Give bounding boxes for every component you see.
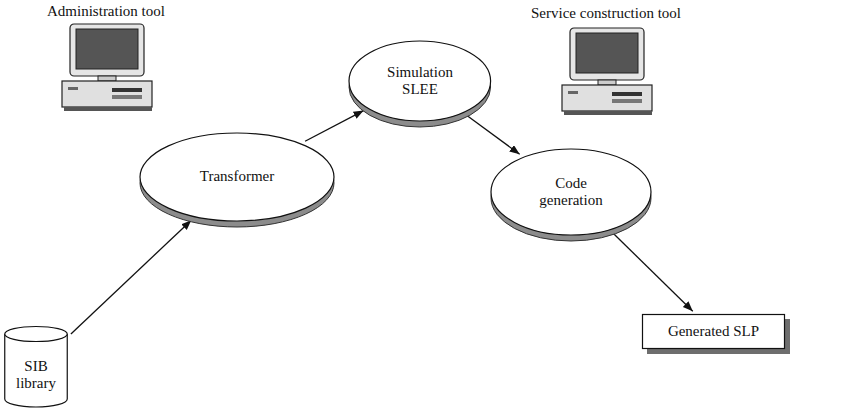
node-text-group: SIB library (9, 358, 63, 393)
process-ellipse: Simulation SLEE (348, 40, 492, 128)
box-outline (643, 315, 785, 349)
node-label: Simulation SLEE (376, 64, 464, 99)
flow-arrow (305, 111, 363, 142)
node-label: Transformer (200, 168, 274, 185)
node-text-group: Generated SLP (668, 323, 759, 340)
process-ellipse: Code generation (490, 148, 652, 242)
ellipse-outline (349, 41, 491, 121)
node-label: Code generation (529, 175, 613, 210)
computer-icon (562, 28, 652, 115)
node-text-group: Transformer (200, 168, 274, 185)
tool-label: Administration tool (45, 3, 167, 20)
output-box: Generated SLP (642, 314, 790, 354)
flow-arrow (467, 116, 519, 155)
node-label: SIB library (9, 358, 63, 393)
ellipse-outline (491, 149, 651, 235)
process-ellipse: Transformer (139, 132, 335, 228)
node-label: Generated SLP (668, 323, 759, 340)
tool-label: Service construction tool (529, 5, 683, 22)
ellipse-outline (140, 133, 334, 221)
flow-arrow (613, 233, 693, 311)
node-text-group: Code generation (529, 175, 613, 210)
cylinder-body (5, 334, 68, 407)
cylinder-top (5, 327, 68, 342)
computer-icon (62, 24, 152, 111)
node-text-group: Simulation SLEE (376, 64, 464, 99)
database-cylinder: SIB library (4, 326, 68, 408)
flow-arrow (71, 220, 191, 334)
